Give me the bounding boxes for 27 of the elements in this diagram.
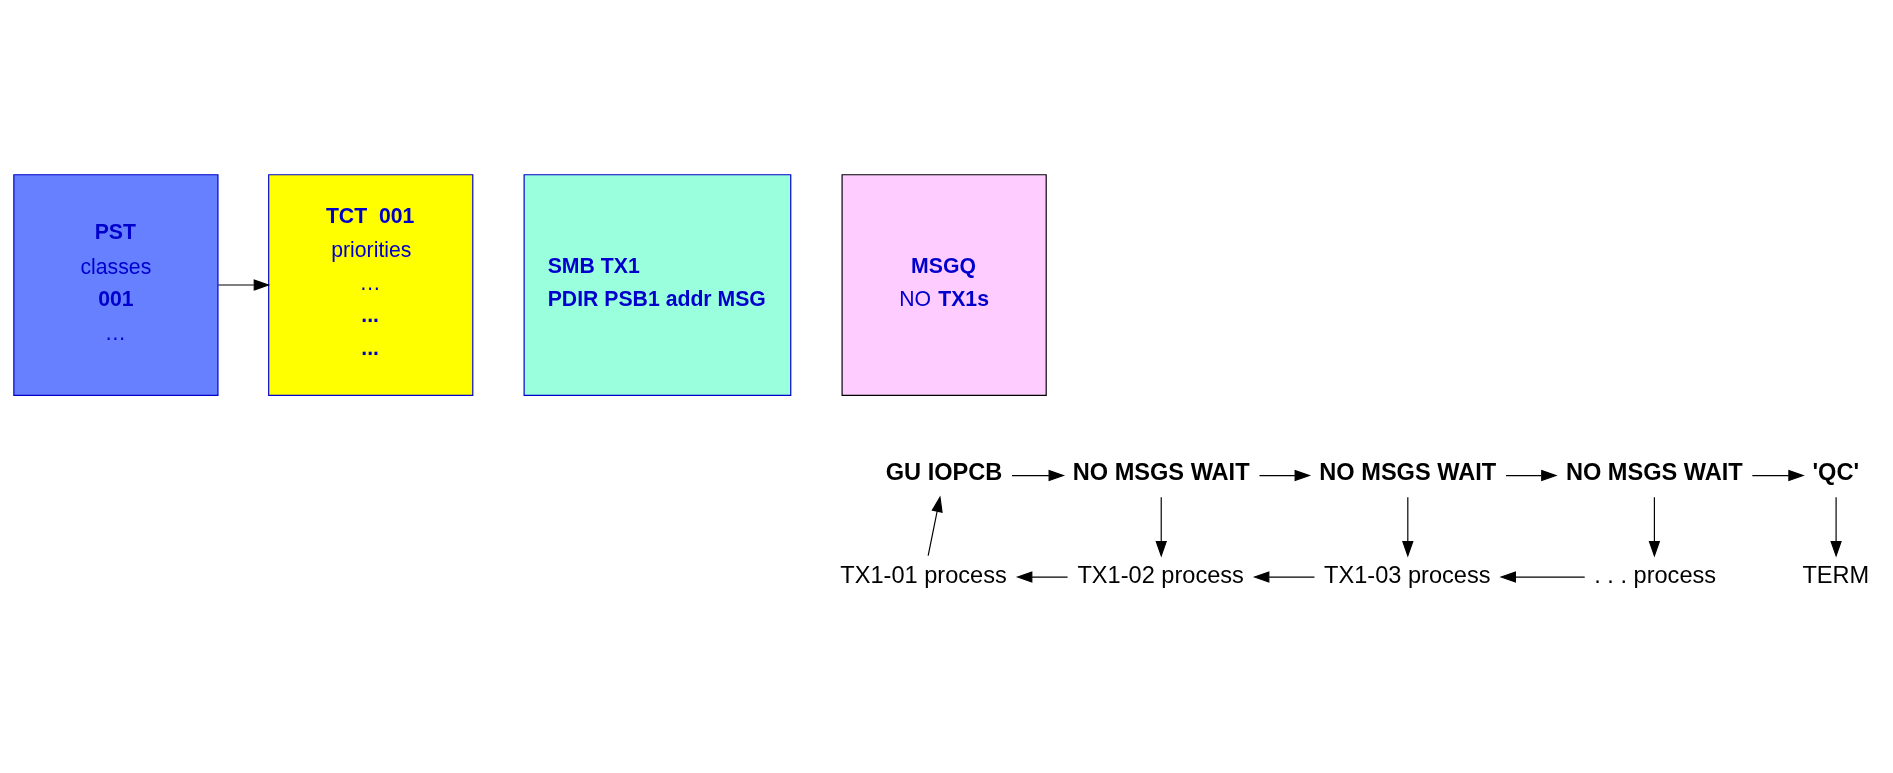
arrow: [1252, 571, 1316, 583]
node-box: MSGQ NO TX1s: [841, 174, 1047, 396]
arrow: [1402, 496, 1414, 558]
arrow: [1499, 571, 1586, 583]
arrow: [927, 495, 943, 557]
node-box: PST classes 001 …: [13, 174, 219, 396]
node-text: 'QC': [1812, 459, 1860, 486]
node-text: . . . process: [1594, 561, 1717, 588]
node-text: TX1-03 process: [1324, 561, 1491, 588]
arrow: [1155, 496, 1168, 558]
arrow: [1830, 496, 1842, 558]
node-text: NO MSGS WAIT: [1072, 459, 1250, 486]
arrow: [1648, 496, 1661, 558]
node-text: TX1-02 process: [1077, 561, 1244, 588]
arrow: [1751, 469, 1805, 482]
node-text: TX1-01 process: [840, 561, 1007, 588]
node-box: TCT 001 priorities … ... ...: [268, 174, 474, 396]
arrow: [1258, 469, 1312, 482]
node-text: TERM: [1802, 561, 1870, 588]
arrow: [1011, 469, 1066, 482]
arrow: [1015, 571, 1069, 583]
node-box: SMB TX1 PDIR PSB1 addr MSG: [523, 174, 792, 396]
node-text: GU IOPCB: [885, 459, 1003, 486]
arrow: [217, 279, 271, 291]
node-text: NO MSGS WAIT: [1319, 459, 1497, 486]
node-text: NO MSGS WAIT: [1565, 459, 1743, 486]
arrow: [1505, 469, 1558, 482]
